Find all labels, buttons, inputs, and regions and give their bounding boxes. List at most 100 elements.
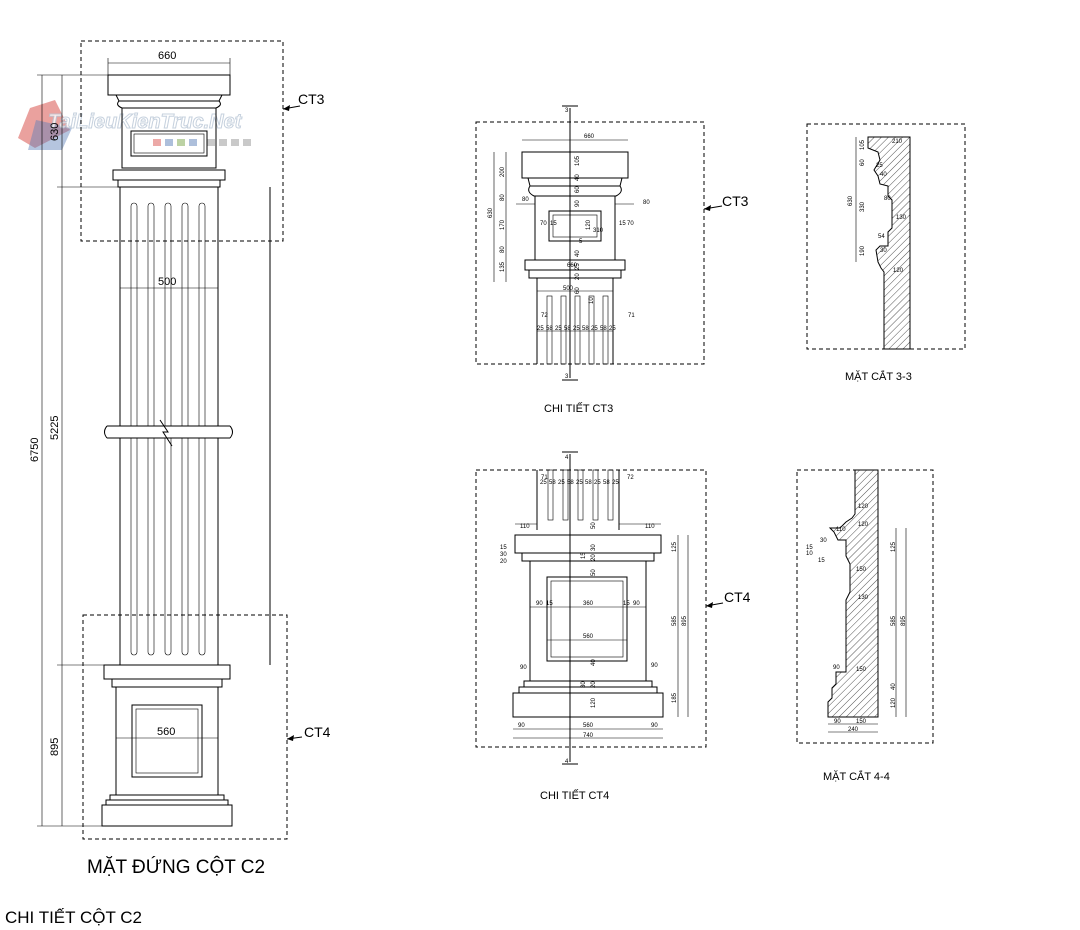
s44-dim-w150b: 150	[856, 667, 867, 673]
ct3-section-mark-top: 3	[565, 108, 569, 114]
ct4-flute-dim-1: 58	[549, 480, 556, 486]
callout-ct4-right: CT4	[724, 589, 751, 605]
ct4-dim-c9: 120	[591, 697, 597, 708]
ct4-dim-bottom-90a: 90	[518, 723, 525, 729]
ct3-flute-dim-7: 58	[600, 326, 607, 332]
section-44-title: MẶT CẮT 4-4	[823, 770, 890, 783]
ct3-dim-c3: 60	[575, 186, 581, 193]
ct4-flute-dim-0: 25	[540, 480, 547, 486]
callout-arrow-icon	[287, 735, 294, 741]
s44-dim-w150a: 150	[856, 567, 867, 573]
ct3-dim-c2: 40	[575, 174, 581, 181]
ct4-flute-dim-4: 25	[576, 480, 583, 486]
section-3-3: 630 105 60 330 190 25 40 80 54 30 210 13…	[806, 123, 966, 383]
logo-mark-icon	[18, 100, 70, 148]
ct4-section-mark-top: 4	[565, 455, 569, 461]
watermark-logo: TaiLieuKienTruc.Net	[18, 100, 251, 150]
s33-dim-w210: 210	[892, 139, 903, 145]
detail-ct3: 3 3 660 200 80 630 170 80 135	[475, 105, 749, 415]
s44-dim-t15b: 15	[818, 558, 825, 564]
ct4-dim-c3: 30	[591, 544, 597, 551]
watermark-color-strip	[153, 139, 251, 146]
detail-ct4-frame	[475, 469, 707, 748]
ct3-dim-c4: 90	[575, 200, 581, 207]
ct4-dim-t20: 20	[500, 559, 507, 565]
ct4-dim-c4: 20	[591, 554, 597, 561]
s33-dim-a330: 330	[860, 201, 866, 212]
ct3-flute-dim-4: 25	[573, 326, 580, 332]
ct4-dim-b560: 560	[583, 723, 594, 729]
ct4-dim-s90c: 90	[520, 665, 527, 671]
dim-shaft-height: 5225	[49, 416, 61, 440]
s44-dim-w120b: 120	[858, 522, 869, 528]
s44-dim-bottom-90: 90	[834, 719, 841, 725]
ct4-flute-dim-3: 58	[567, 480, 574, 486]
ct3-dim-s80b: 80	[643, 200, 650, 206]
ct4-dim-s72: 72	[627, 475, 634, 481]
ct3-dim-v6: 135	[500, 261, 506, 272]
detail-ct3-frame	[475, 121, 705, 365]
dim-shaft-width: 500	[158, 276, 176, 288]
s33-dim-a105: 105	[860, 139, 866, 150]
ct4-dim-s110a: 110	[520, 524, 530, 530]
s44-dim-h120: 120	[891, 697, 897, 708]
section-4-4: 120 110 120 150 130 150 90 90 150 240 12…	[796, 469, 934, 783]
ct4-dim-t30: 30	[500, 552, 507, 558]
ct3-dim-s15b: 15	[619, 221, 626, 227]
ct3-dim-v4: 170	[500, 219, 506, 230]
ct4-dim-s71: 71	[541, 475, 548, 481]
ct3-section-mark-bottom: 3	[565, 374, 569, 380]
ct4-dim-s15c: 15	[546, 601, 553, 607]
callout-ct3-left: CT3	[298, 91, 325, 107]
ct4-flute-dim-8: 25	[612, 480, 619, 486]
ct3-dim-c8: 25	[575, 263, 581, 270]
ct4-flute-dim-2: 25	[558, 480, 565, 486]
ct4-dim-r185: 185	[672, 692, 678, 703]
callout-ct3-right: CT3	[722, 193, 749, 209]
dim-base-panel: 560	[157, 726, 175, 738]
ct3-dim-b500: 500	[563, 286, 574, 292]
ct4-dim-inner: 360	[583, 601, 594, 607]
dim-base-height: 895	[49, 738, 61, 756]
ct4-dim-c7: 20	[591, 681, 597, 688]
ct3-dim-b660: 660	[567, 263, 578, 269]
dim-capital-width: 660	[158, 50, 176, 62]
ct4-dim-s90a: 90	[536, 601, 543, 607]
callout-ct4-left: CT4	[304, 724, 331, 740]
callout-arrow-icon	[706, 602, 713, 608]
s44-dim-w130: 130	[858, 595, 869, 601]
s33-dim-a60: 60	[860, 159, 866, 166]
ct4-dim-c6: 30	[581, 681, 587, 688]
s44-dim-h585: 585	[891, 615, 897, 626]
s44-dim-t10: 10	[806, 551, 813, 557]
s33-dim-w130: 130	[896, 215, 907, 221]
s33-dim-h630: 630	[848, 195, 854, 206]
ct4-flutes	[536, 469, 620, 530]
dim-total-height: 6750	[29, 438, 41, 462]
ct3-dim-c5: 120	[586, 219, 592, 230]
ct4-dim-s90d: 90	[651, 663, 658, 669]
ct3-dim-v5: 80	[500, 246, 506, 253]
s44-dim-w240: 240	[848, 727, 859, 733]
ct4-dim-c1: 50	[591, 522, 597, 529]
ct4-flute-dim-7: 58	[603, 480, 610, 486]
dim-cap-height: 630	[49, 123, 61, 141]
ct3-dim-v2: 80	[500, 194, 506, 201]
ct4-frame	[82, 614, 288, 840]
ct4-dim-r895: 895	[682, 615, 688, 626]
ct3-dim-panel: 310	[593, 228, 604, 234]
ct4-dim-r585: 585	[672, 615, 678, 626]
ct3-dim-c10: 60	[575, 287, 581, 294]
ct3-dim-s70a: 70	[540, 221, 547, 227]
s44-dim-w150c: 150	[856, 719, 867, 725]
ct4-dim-c2: 15	[581, 552, 587, 559]
column-base: 560	[101, 664, 233, 827]
ct3-flute-dims: 25 58 25 58 25 58 25 58 25	[537, 326, 616, 332]
ct4-dim-t15: 15	[500, 545, 507, 551]
ct3-flute-dim-8: 25	[609, 326, 616, 332]
s44-dim-t30: 30	[820, 538, 827, 544]
ct3-flute-dim-2: 25	[555, 326, 562, 332]
ct4-flute-dims: 25 58 25 58 25 58 25 58 25	[540, 480, 619, 486]
s33-dim-b25: 25	[876, 163, 883, 169]
callout-arrow-icon	[704, 205, 711, 211]
